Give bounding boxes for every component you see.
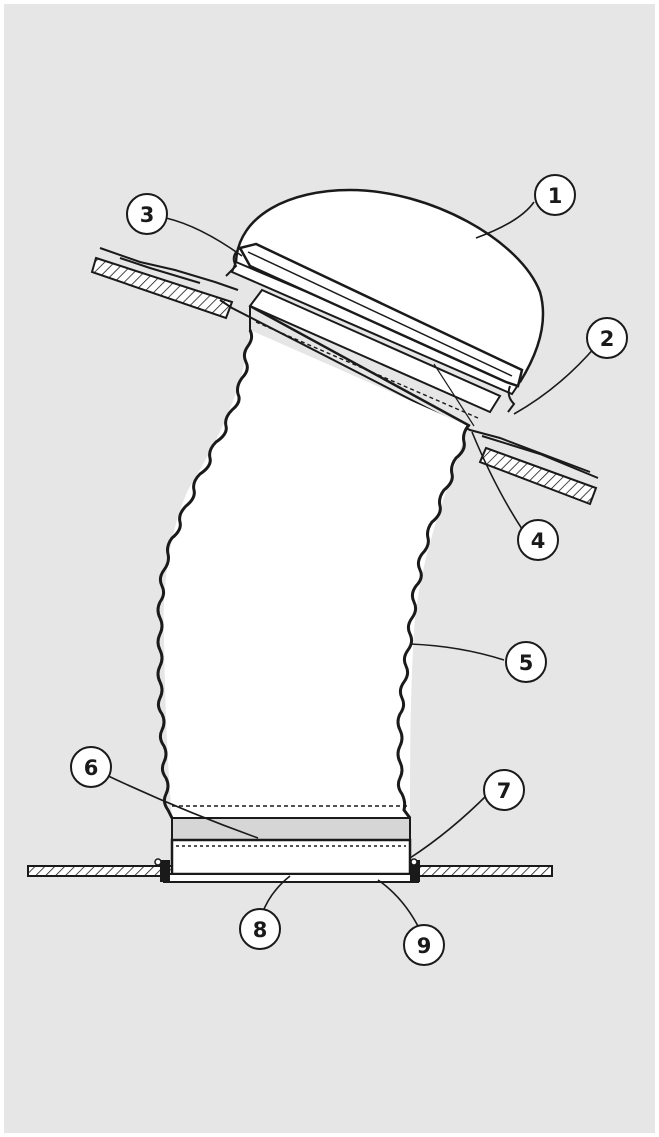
callout-8-label: 8 — [253, 918, 268, 942]
callout-8: 8 — [239, 908, 281, 950]
roof-deck-right — [478, 435, 599, 506]
callout-5-label: 5 — [519, 651, 534, 675]
callout-7: 7 — [483, 769, 525, 811]
callout-4: 4 — [517, 519, 559, 561]
callout-9: 9 — [403, 924, 445, 966]
callout-4-label: 4 — [531, 529, 546, 553]
leader-lines — [103, 201, 597, 931]
callout-2: 2 — [586, 317, 628, 359]
callout-3-label: 3 — [140, 203, 155, 227]
callout-1-label: 1 — [548, 184, 563, 208]
roof-deck-left — [90, 247, 239, 320]
callout-6-label: 6 — [84, 756, 99, 780]
callout-2-label: 2 — [600, 327, 615, 351]
reflective-tube — [163, 330, 468, 818]
callout-7-label: 7 — [497, 779, 512, 803]
callout-1: 1 — [534, 174, 576, 216]
dome-ring — [225, 242, 524, 427]
lower-adapter — [170, 805, 412, 876]
callout-3: 3 — [126, 193, 168, 235]
tube-left-corrugation — [156, 329, 254, 819]
ceiling-diffuser — [154, 858, 420, 883]
callout-5: 5 — [505, 641, 547, 683]
roof-flashing — [219, 299, 591, 473]
callout-9-label: 9 — [417, 934, 432, 958]
tube-right-corrugation — [396, 425, 470, 819]
upper-adapter — [248, 288, 502, 428]
callout-6: 6 — [70, 746, 112, 788]
